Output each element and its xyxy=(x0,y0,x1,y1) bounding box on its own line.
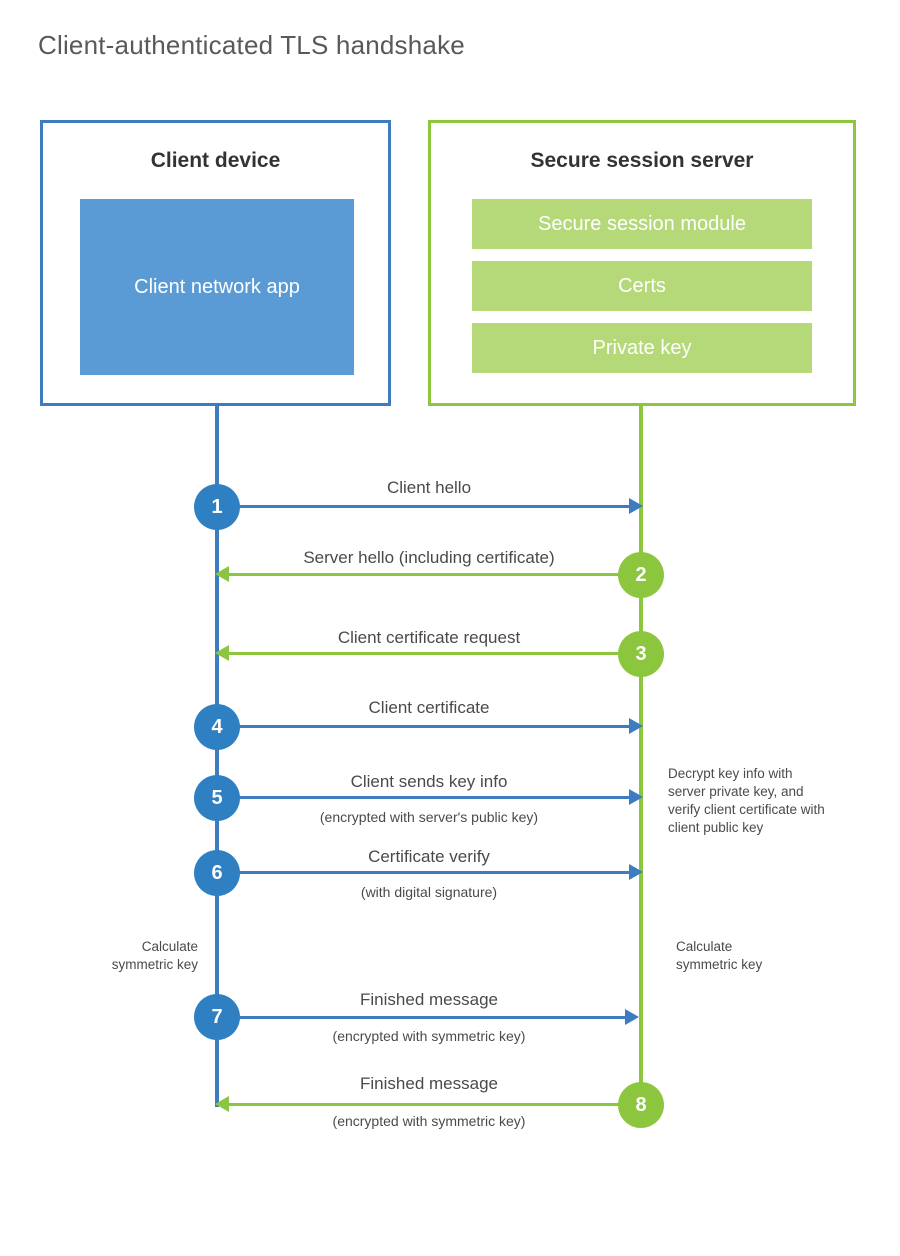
step-8-label: Finished message xyxy=(360,1074,498,1093)
client-device-box: Client device Client network app xyxy=(40,120,391,406)
server-lifeline xyxy=(639,403,643,1107)
step-4-label: Client certificate xyxy=(368,698,490,717)
client-network-app-block: Client network app xyxy=(80,199,354,375)
client-calculate-note-line-1: Calculate xyxy=(141,939,198,954)
step-4-arrow-line xyxy=(217,725,629,728)
step-6-circle[interactable]: 6 xyxy=(194,850,240,896)
server-modules-list: Secure session module Certs Private key xyxy=(472,199,812,373)
step-1-label: Client hello xyxy=(386,478,472,497)
secure-session-server-title: Secure session server xyxy=(530,149,754,172)
step-6-label: Certificate verify xyxy=(368,847,490,866)
client-calculate-note-line-2: symmetric key xyxy=(111,956,198,972)
step-5-sublabel: (encrypted with server's public key) xyxy=(319,809,539,825)
client-device-title: Client device xyxy=(150,149,281,172)
secure-session-server-box: Secure session server Secure session mod… xyxy=(428,120,856,406)
server-calculate-note-line-2: symmetric key xyxy=(676,956,763,972)
step-7-sublabel: (encrypted with symmetric key) xyxy=(332,1028,526,1044)
step-4-arrow-head xyxy=(629,718,643,734)
step-2-label: Server hello (including certificate) xyxy=(303,548,555,567)
step-8-arrow-line xyxy=(229,1103,641,1106)
client-lifeline xyxy=(215,403,219,1107)
step-1-circle[interactable]: 1 xyxy=(194,484,240,530)
server-calculate-symmetric-key-note: Calculate symmetric key xyxy=(676,938,836,974)
step-3-circle[interactable]: 3 xyxy=(618,631,664,677)
client-calculate-symmetric-key-note: Calculate symmetric key xyxy=(58,938,198,974)
step-7-arrow-line xyxy=(217,1016,625,1019)
page-title: Client-authenticated TLS handshake xyxy=(38,30,465,60)
step-7-arrow-head xyxy=(625,1009,639,1025)
step-5-label: Client sends key info xyxy=(350,772,508,791)
step-3-label: Client certificate request xyxy=(337,628,521,647)
step-5-circle[interactable]: 5 xyxy=(194,775,240,821)
step-3-arrow-line xyxy=(229,652,641,655)
server-calculate-note-line-1: Calculate xyxy=(676,939,733,954)
server-decrypt-verify-note: Decrypt key info with server private key… xyxy=(668,766,825,835)
step-1-arrow-head xyxy=(629,498,643,514)
step-1-arrow-line xyxy=(217,505,629,508)
step-8-sublabel: (encrypted with symmetric key) xyxy=(332,1113,526,1129)
step-2-arrow-line xyxy=(229,573,641,576)
server-module-private-key: Private key xyxy=(472,323,812,373)
step-6-arrow-line xyxy=(217,871,629,874)
step-8-arrow-head xyxy=(215,1096,229,1112)
step-3-arrow-head xyxy=(215,645,229,661)
step-4-circle[interactable]: 4 xyxy=(194,704,240,750)
step-2-arrow-head xyxy=(215,566,229,582)
server-module-certs: Certs xyxy=(472,261,812,311)
step-2-circle[interactable]: 2 xyxy=(618,552,664,598)
step-8-circle[interactable]: 8 xyxy=(618,1082,664,1128)
step-5-arrow-line xyxy=(217,796,629,799)
step-7-label: Finished message xyxy=(360,990,498,1009)
step-6-arrow-head xyxy=(629,864,643,880)
server-module-secure-session-module: Secure session module xyxy=(472,199,812,249)
step-6-sublabel: (with digital signature) xyxy=(360,884,498,900)
step-7-circle[interactable]: 7 xyxy=(194,994,240,1040)
step-5-arrow-head xyxy=(629,789,643,805)
